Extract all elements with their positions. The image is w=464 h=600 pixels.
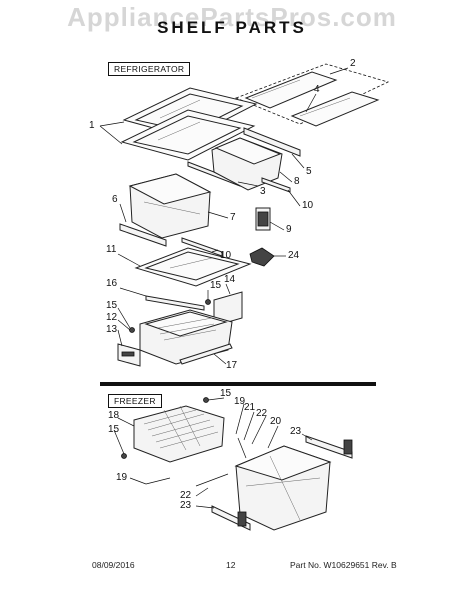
callout-20: 20 <box>270 416 282 427</box>
callout-4: 4 <box>314 84 320 95</box>
page-title: SHELF PARTS <box>157 18 307 37</box>
section-label-freezer: FREEZER <box>108 394 162 408</box>
callout-15-right: 15 <box>210 280 222 291</box>
drawer-slide-upper <box>261 177 291 193</box>
freezer-slide-upper <box>305 435 353 459</box>
callout-15-freezer-lower: 15 <box>108 424 120 435</box>
callout-1: 1 <box>89 120 95 131</box>
humidity-cap <box>249 247 275 267</box>
callout-23-lower: 23 <box>180 500 192 511</box>
shelf-assembly-outline <box>234 63 390 125</box>
callout-10-lower: 10 <box>220 250 232 261</box>
footer-part-number: Part No. W10629651 Rev. B <box>290 560 397 570</box>
screw <box>129 327 135 333</box>
callout-12: 12 <box>106 312 118 323</box>
callout-19-upper: 19 <box>234 396 246 407</box>
section-label-refrigerator: REFRIGERATOR <box>108 62 191 76</box>
callout-15-freezer-upper: 15 <box>220 388 232 399</box>
callout-3: 3 <box>260 186 266 197</box>
watermark: AppliancePartsPros.com <box>67 2 397 32</box>
callout-21: 21 <box>244 402 256 413</box>
callout-24: 24 <box>288 250 300 261</box>
glass-shelf-lower-inner <box>132 115 242 155</box>
callout-17: 17 <box>226 360 238 371</box>
freezer-basket <box>133 405 225 463</box>
split-glass-shelf-left <box>244 71 338 109</box>
callout-11: 11 <box>106 244 117 255</box>
drawer-slide <box>119 223 167 247</box>
callout-23-upper: 23 <box>290 426 302 437</box>
callout-19-lower: 19 <box>116 472 128 483</box>
split-glass-shelf-right <box>290 91 380 127</box>
callout-15-left: 15 <box>106 300 118 311</box>
callout-10-upper: 10 <box>302 200 314 211</box>
callout-22-upper: 22 <box>256 408 268 419</box>
basket-screw-upper <box>203 397 209 403</box>
basket-screw <box>121 453 127 459</box>
callout-8: 8 <box>294 176 300 187</box>
drawer-slide-lower <box>181 237 223 257</box>
shelf-rail <box>243 127 301 157</box>
callout-6: 6 <box>112 194 118 205</box>
callout-22-lower: 22 <box>180 490 192 501</box>
callout-2: 2 <box>350 58 356 69</box>
callout-16: 16 <box>106 278 118 289</box>
footer-date: 08/09/2016 <box>92 560 135 570</box>
pan-drawer-slide <box>179 343 233 365</box>
section-divider <box>100 382 376 386</box>
shelf-front-rail <box>145 295 205 311</box>
callout-9: 9 <box>286 224 292 235</box>
callout-7: 7 <box>230 212 236 223</box>
screw-upper <box>205 299 211 305</box>
callout-5: 5 <box>306 166 312 177</box>
footer-page-number: 12 <box>226 560 236 570</box>
callout-13: 13 <box>106 324 118 335</box>
callout-14: 14 <box>224 274 236 285</box>
callout-18: 18 <box>108 410 120 421</box>
